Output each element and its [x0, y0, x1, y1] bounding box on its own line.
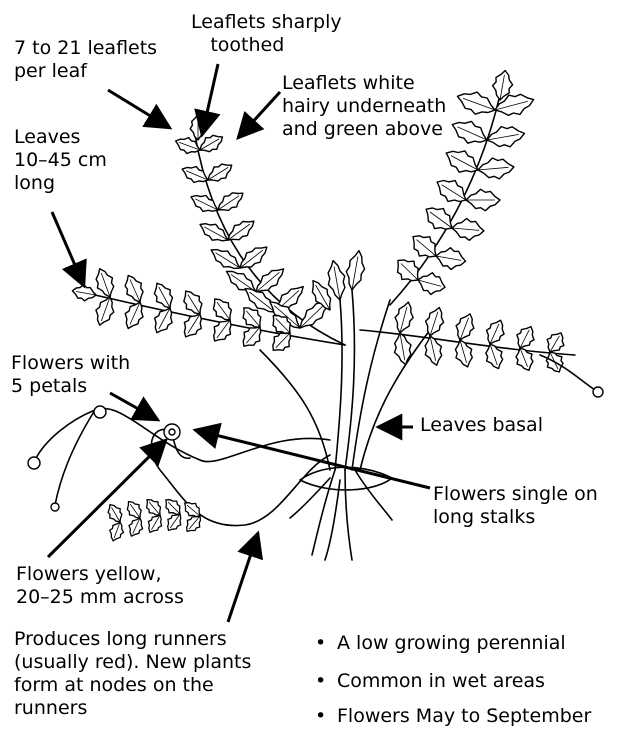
bullet-item: •Flowers May to September: [315, 705, 591, 728]
arrow-leaflets-count: [108, 90, 170, 128]
arrow-leaflets-toothed: [202, 64, 218, 135]
bullet-icon: •: [315, 632, 337, 655]
bud-right: [593, 387, 603, 397]
arrow-runners: [228, 533, 258, 622]
roots: [290, 470, 392, 560]
label-flowers-petals: Flowers with 5 petals: [11, 352, 130, 398]
label-leaves-length: Leaves 10–45 cm long: [14, 126, 107, 195]
arrow-flowers-yellow: [48, 440, 166, 557]
bullet-icon: •: [315, 670, 337, 693]
label-leaflets-hairy: Leaflets white hairy underneath and gree…: [282, 72, 446, 141]
arrow-leaflets-hairy: [238, 92, 280, 138]
runner-to-bud: [55, 410, 95, 505]
node-left: [28, 457, 40, 469]
label-flowers-yellow: Flowers yellow, 20–25 mm across: [16, 563, 184, 609]
label-leaflets-toothed: Leaflets sharply toothed: [191, 11, 342, 57]
label-runners: Produces long runners (usually red). New…: [14, 628, 251, 720]
bullet-icon: •: [315, 705, 337, 728]
bullet-item: •Common in wet areas: [315, 670, 545, 693]
bud-bottom: [51, 503, 59, 511]
bullet-item: •A low growing perennial: [315, 632, 566, 655]
arrow-leaves-length: [52, 212, 84, 286]
bud-left: [94, 406, 106, 418]
label-leaves-basal: Leaves basal: [420, 414, 543, 437]
label-flowers-single: Flowers single on long stalks: [433, 483, 598, 529]
label-leaflets-count: 7 to 21 leaflets per leaf: [14, 37, 157, 83]
